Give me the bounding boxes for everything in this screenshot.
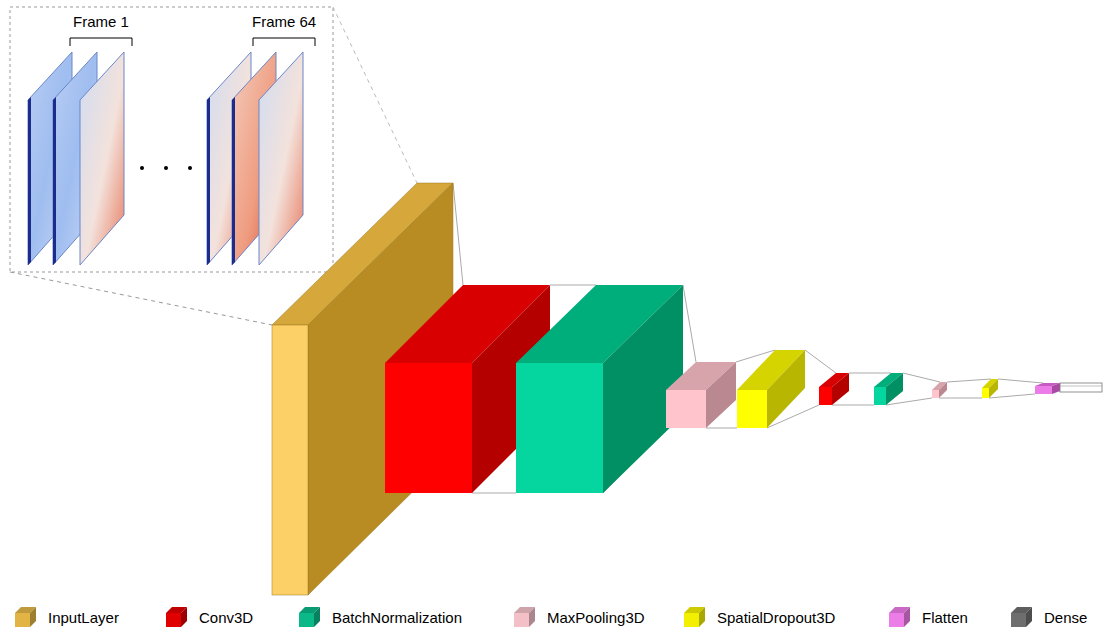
legend-item: Conv3D [165,606,253,628]
legend-text: Conv3D [199,609,253,626]
batchnorm-block [516,285,683,493]
frame-bracket [253,38,315,46]
legend-item: MaxPooling3D [513,606,645,628]
dense-block [1060,383,1102,392]
maxpool-block [666,362,736,428]
legend-item: InputLayer [14,606,119,628]
legend-text: Dense [1044,609,1087,626]
frame-bracket [70,38,132,46]
legend-swatch [1010,606,1034,628]
flatten-block [1035,383,1060,394]
legend-item: Flatten [888,606,968,628]
legend-text: SpatialDropout3D [717,609,835,626]
frame-label: Frame 64 [250,13,318,30]
frame-label: Frame 1 [71,13,131,30]
inset-frame [10,7,333,272]
legend-swatch [14,606,38,628]
legend-text: MaxPooling3D [547,609,645,626]
dropout-block [982,379,998,398]
input-frames [28,52,303,265]
dropout-block [737,350,805,428]
maxpool-block [932,382,947,398]
leader-line [333,7,417,183]
layer-links [308,183,1060,595]
frame-edge [28,97,235,265]
ellipsis-dots [140,166,192,170]
batchnorm-block [874,373,903,405]
legend-item: SpatialDropout3D [683,606,835,628]
leader-line [10,272,272,325]
legend-swatch [683,606,707,628]
legend-item: Dense [1010,606,1087,628]
legend-text: InputLayer [48,609,119,626]
legend-text: BatchNormalization [332,609,462,626]
legend-swatch [298,606,322,628]
legend-item: BatchNormalization [298,606,462,628]
legend-swatch [888,606,912,628]
legend-swatch [513,606,537,628]
legend-swatch [165,606,189,628]
legend-text: Flatten [922,609,968,626]
conv3d-block [819,373,849,405]
